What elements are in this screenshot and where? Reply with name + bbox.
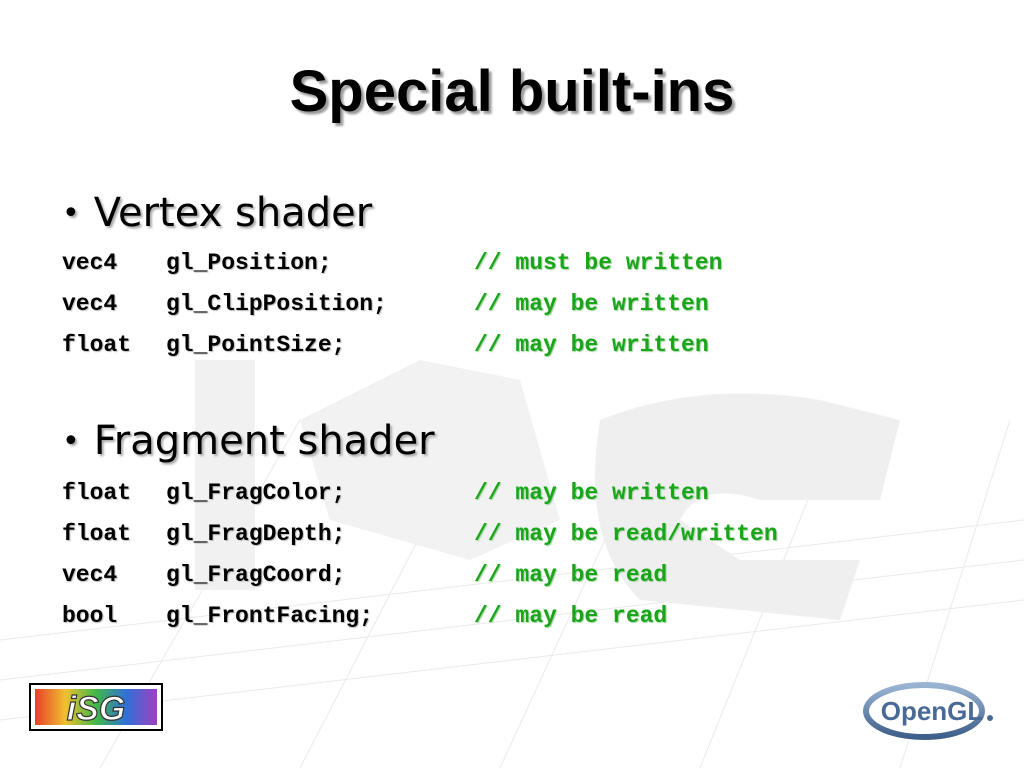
code-comment: // may be written xyxy=(474,332,709,358)
code-type: bool xyxy=(62,603,118,629)
code-comment: // may be read xyxy=(474,603,668,629)
code-row: float gl_PointSize; // may be written xyxy=(62,332,709,362)
slide-title: Special built-ins xyxy=(289,59,735,124)
code-comment: // may be read xyxy=(474,562,668,588)
code-type: float xyxy=(62,521,132,547)
code-comment: // may be read/written xyxy=(474,521,778,547)
svg-text:OpenGL: OpenGL xyxy=(881,696,984,726)
opengl-logo: OpenGL xyxy=(863,682,993,740)
code-row: vec4 gl_FragCoord; // may be read xyxy=(62,562,667,592)
code-type: vec4 xyxy=(62,562,118,588)
code-row: float gl_FragColor; // may be written xyxy=(62,480,709,510)
bullet-dot: • xyxy=(62,423,80,459)
code-variable: gl_ClipPosition; xyxy=(166,291,387,317)
code-comment: // may be written xyxy=(474,480,709,506)
code-variable: gl_Position; xyxy=(166,250,332,276)
svg-text:iSG: iSG xyxy=(67,690,126,728)
isg-logo: iSG xyxy=(29,683,163,731)
code-type: float xyxy=(62,332,132,358)
code-comment: // may be written xyxy=(474,291,709,317)
code-row: vec4 gl_Position; // must be written xyxy=(62,250,722,280)
code-row: vec4 gl_ClipPosition; // may be written xyxy=(62,291,709,321)
code-type: vec4 xyxy=(62,250,118,276)
code-variable: gl_FrontFacing; xyxy=(166,603,374,629)
code-variable: gl_FragDepth; xyxy=(166,521,346,547)
code-type: vec4 xyxy=(62,291,118,317)
code-variable: gl_FragColor; xyxy=(166,480,346,506)
code-row: float gl_FragDepth; // may be read/writt… xyxy=(62,521,778,551)
section-heading-fragment: • Fragment shader xyxy=(62,418,435,464)
code-variable: gl_PointSize; xyxy=(166,332,346,358)
code-row: bool gl_FrontFacing; // may be read xyxy=(62,603,667,633)
section-heading-vertex: • Vertex shader xyxy=(62,190,372,236)
bullet-dot: • xyxy=(62,195,80,231)
code-type: float xyxy=(62,480,132,506)
code-variable: gl_FragCoord; xyxy=(166,562,346,588)
section-heading-label: Fragment shader xyxy=(93,418,435,464)
section-heading-label: Vertex shader xyxy=(93,190,373,236)
code-comment: // must be written xyxy=(474,250,723,276)
